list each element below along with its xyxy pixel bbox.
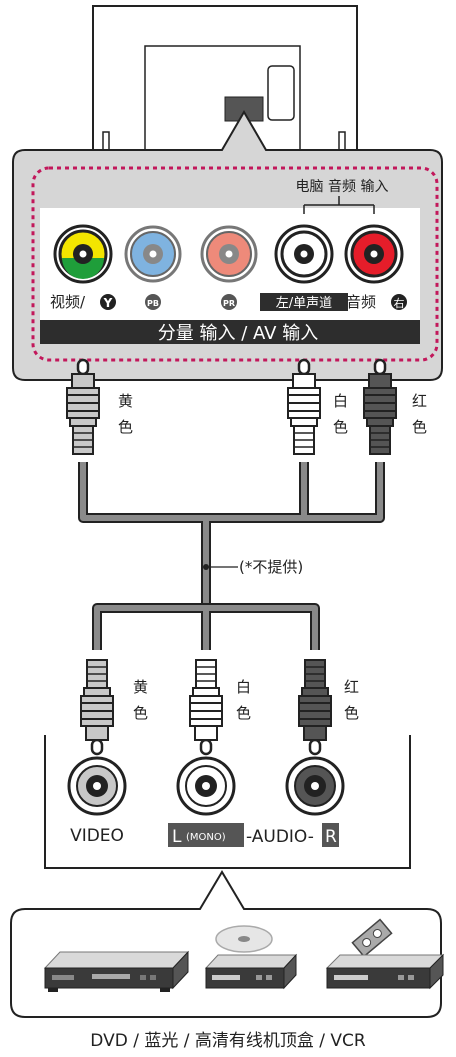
device-audio-label: -AUDIO- [246,827,314,847]
pb-badge: PB [147,299,159,308]
tv-outline [92,5,358,150]
dvd-player-icon [43,950,190,992]
yellow-label-bottom-2: 色 [133,704,148,722]
plug-yellow-top [65,358,101,456]
device-panel [44,735,411,869]
devices-caption: DVD / 蓝光 / 高清有线机顶盒 / VCR [90,1031,366,1051]
plug-red-bottom [297,658,333,756]
device-mono-label: (MONO) [186,832,226,843]
red-label-bottom-1: 红 [344,678,359,696]
right-badge: 右 [394,296,405,310]
pc-audio-label: 电脑 音频 输入 [296,178,389,195]
plug-red-top [362,358,398,456]
video-label: 视频/ [50,293,86,311]
jack-pb [124,225,182,283]
dashed-highlight [31,166,439,362]
red-label-bottom-2: 色 [344,704,359,722]
jack-pr [200,225,258,283]
device-l-label: L [172,827,182,847]
device-video-label: VIDEO [70,826,124,846]
input-label-bar [40,320,420,344]
pr-badge: PR [223,299,235,308]
input-bar-label: 分量 输入 / AV 输入 [158,323,318,344]
plug-white-bottom [188,658,224,756]
not-provided-label: (*不提供) [239,558,303,576]
red-label-top-1: 红 [412,392,427,410]
audio-label: 音频 [346,293,376,311]
yellow-label-top-2: 色 [118,418,133,436]
red-label-top-2: 色 [412,418,427,436]
plug-white-top [286,358,322,456]
jack-y [53,224,113,284]
yellow-label-bottom-1: 黄 [133,678,148,696]
jack-right-audio [344,224,404,284]
upper-wires-fill [80,462,383,613]
white-label-bottom-1: 白 [236,678,251,696]
white-label-bottom-2: 色 [236,704,251,722]
y-badge: Y [103,296,113,310]
left-mono-label: 左/单声道 [276,296,332,311]
vcr-icon [325,918,445,990]
jack-left-mono [274,224,334,284]
plug-yellow-bottom [79,658,115,756]
bluray-player-icon [204,925,298,990]
device-r-label: R [325,827,337,847]
white-label-top-2: 色 [333,418,348,436]
yellow-label-top-1: 黄 [118,392,133,410]
upper-wires [78,462,385,613]
lower-wires-fill [94,605,318,650]
white-label-top-1: 白 [333,392,348,410]
pc-audio-bracket [303,196,375,214]
